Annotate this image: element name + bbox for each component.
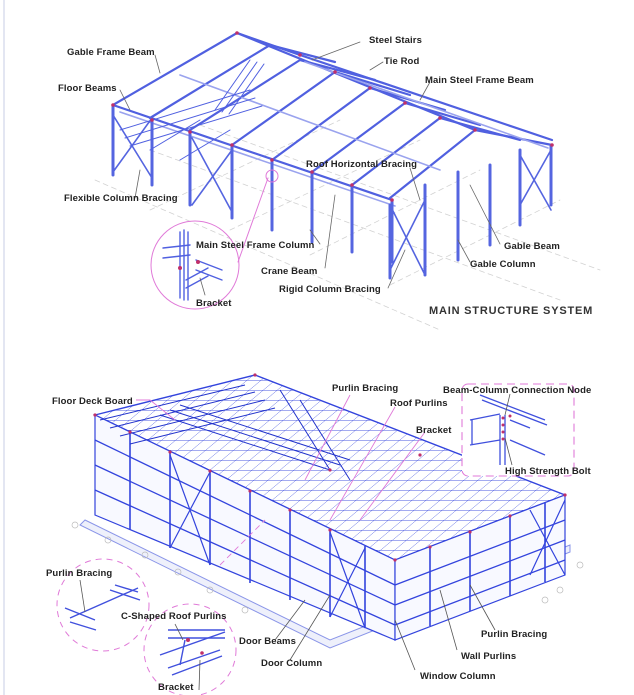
diagram-title: MAIN STRUCTURE SYSTEM bbox=[429, 305, 594, 317]
label-wall-purlins: Wall Purlins bbox=[461, 651, 517, 662]
label-tie-rod: Tie Rod bbox=[384, 56, 420, 67]
label-door-beams: Door Beams bbox=[239, 636, 296, 647]
label-flexible-column-bracing: Flexible Column Bracing bbox=[64, 193, 178, 204]
label-purlin-bracing-detail: Purlin Bracing bbox=[46, 568, 113, 579]
label-gable-beam: Gable Beam bbox=[504, 241, 560, 252]
enclosed-building-frame bbox=[56, 373, 584, 695]
label-bracket-top: Bracket bbox=[196, 298, 232, 309]
label-main-steel-frame-beam: Main Steel Frame Beam bbox=[425, 75, 534, 86]
label-bracket-roof: Bracket bbox=[416, 425, 452, 436]
label-floor-beams: Floor Beams bbox=[58, 83, 117, 94]
label-purlin-bracing-wall: Purlin Bracing bbox=[481, 629, 548, 640]
label-steel-stairs: Steel Stairs bbox=[369, 35, 422, 46]
main-structure-frame bbox=[94, 31, 601, 331]
label-roof-horizontal-bracing: Roof Horizontal Bracing bbox=[306, 159, 418, 170]
label-window-column: Window Column bbox=[420, 671, 496, 682]
label-main-steel-frame-column: Main Steel Frame Column bbox=[196, 240, 315, 251]
label-door-column: Door Column bbox=[261, 658, 323, 669]
label-high-strength-bolt: High Strength Bolt bbox=[505, 466, 591, 477]
label-roof-purlins: Roof Purlins bbox=[390, 398, 448, 409]
label-floor-deck-board: Floor Deck Board bbox=[52, 396, 133, 407]
label-bracket-detail: Bracket bbox=[158, 682, 194, 693]
label-purlin-bracing-roof: Purlin Bracing bbox=[332, 383, 399, 394]
page-left-border bbox=[3, 0, 5, 695]
label-gable-frame-beam: Gable Frame Beam bbox=[67, 47, 155, 58]
label-c-shaped-roof-purlins: C-Shaped Roof Purlins bbox=[121, 611, 227, 622]
label-beam-column-connection-node: Beam-Column Connection Node bbox=[443, 385, 592, 396]
label-rigid-column-bracing: Rigid Column Bracing bbox=[279, 284, 381, 295]
label-gable-column: Gable Column bbox=[470, 259, 536, 270]
label-crane-beam: Crane Beam bbox=[261, 266, 318, 277]
